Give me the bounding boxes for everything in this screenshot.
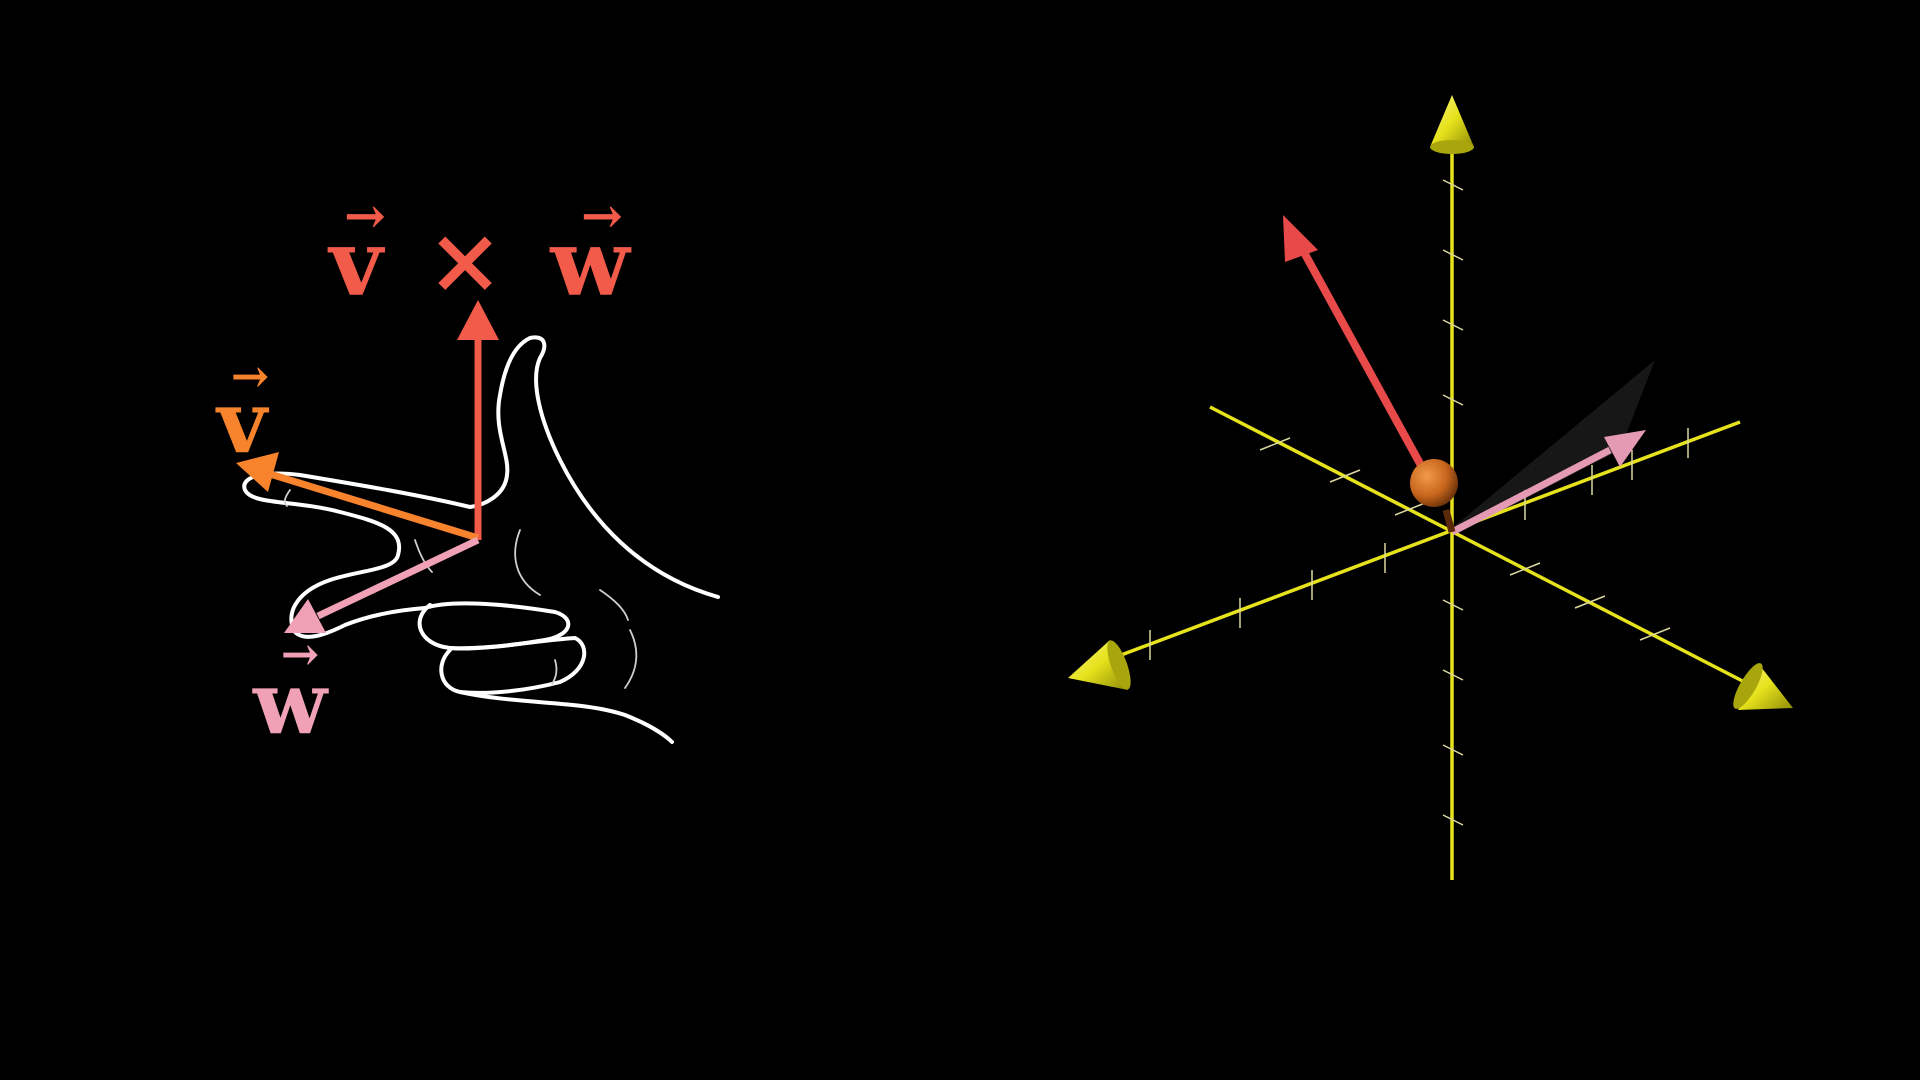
- w-vector-3d: [1450, 430, 1646, 536]
- v-vector-3d: [1442, 509, 1456, 533]
- w-label: → w: [252, 627, 329, 754]
- cross-product-arrow: [457, 300, 499, 540]
- right-hand-rule-diagram: → v × → w: [215, 186, 720, 754]
- w-arrow: [284, 536, 480, 633]
- cross-product-formula: → v × → w: [327, 186, 632, 317]
- w-label-arrow: →: [281, 627, 320, 681]
- origin-sphere-icon: [1410, 459, 1458, 507]
- formula-v-arrow: →: [344, 186, 386, 245]
- formula-times: ×: [426, 206, 503, 314]
- formula-w-arrow: →: [581, 186, 623, 245]
- y-axis-line: [1209, 405, 1761, 692]
- v-label: → v: [215, 349, 270, 473]
- 3d-coordinate-system: [1068, 95, 1793, 880]
- axis-ticks: [1149, 179, 1689, 826]
- formula-v: v: [327, 209, 385, 317]
- v-label-text: v: [215, 372, 270, 473]
- axis-cone-icons: [1068, 95, 1793, 710]
- parallelogram-plane: [1450, 360, 1655, 535]
- axes: [1099, 140, 1761, 880]
- hand-icon: [242, 335, 720, 744]
- formula-w: w: [549, 209, 632, 317]
- z-axis-cone-icon: [1430, 95, 1474, 147]
- w-label-text: w: [252, 653, 329, 754]
- v-arrow: [236, 452, 480, 542]
- cross-product-vector-3d: [1283, 215, 1444, 502]
- v-label-arrow: →: [231, 349, 270, 403]
- y-axis-cone-icon: [1738, 663, 1793, 710]
- x-axis-line: [1099, 420, 1741, 665]
